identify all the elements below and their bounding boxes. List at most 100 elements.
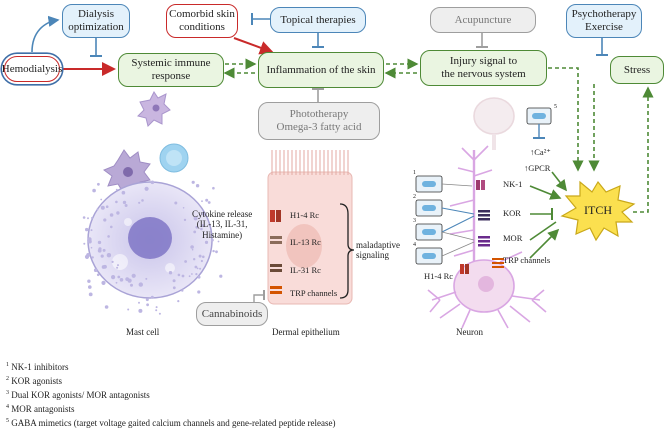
granule-dot bbox=[120, 279, 123, 282]
granule-dot bbox=[90, 246, 93, 249]
granule-dot bbox=[158, 312, 161, 315]
granule-dot bbox=[200, 227, 203, 231]
granule-dot bbox=[87, 237, 92, 242]
itch-starburst bbox=[560, 180, 636, 242]
granule-dot bbox=[85, 227, 89, 232]
granule-dot bbox=[131, 273, 136, 278]
granule-dot bbox=[117, 264, 119, 267]
granule-dot bbox=[109, 213, 114, 217]
granule-dot bbox=[116, 211, 120, 215]
granule-dot bbox=[220, 274, 223, 277]
granule-dot bbox=[91, 256, 94, 259]
granule-dot bbox=[183, 218, 187, 222]
granule-dot bbox=[121, 190, 126, 195]
granule-dot bbox=[188, 275, 191, 278]
granule-dot bbox=[138, 201, 141, 204]
granule-dot bbox=[181, 274, 185, 278]
granule-dot bbox=[100, 198, 103, 201]
granule-dot bbox=[197, 275, 201, 279]
dialysis-optimization-box: Dialysis optimization bbox=[62, 4, 130, 38]
granule-dot bbox=[191, 180, 195, 184]
footnote-5: 5 GABA mimetics (target voltage gaited c… bbox=[6, 418, 336, 428]
granule-dot bbox=[145, 298, 149, 302]
drug-boxes bbox=[415, 107, 552, 265]
mast-cell-label: Mast cell bbox=[126, 327, 160, 337]
granule-dot bbox=[182, 207, 185, 209]
granule-dot bbox=[177, 300, 180, 303]
granule-dot bbox=[90, 229, 93, 232]
psychotherapy-exercise-box: Psychotherapy Exercise bbox=[566, 4, 642, 38]
drug-number-4: 4 bbox=[413, 242, 416, 248]
granule-dot bbox=[212, 249, 215, 253]
epithelium-receptor-h14: H1-4 Rc bbox=[290, 210, 320, 220]
neuron-receptor-mor: MOR bbox=[503, 233, 523, 243]
granule-dot bbox=[204, 240, 209, 244]
cannabinoids-box: Cannabinoids bbox=[196, 302, 268, 326]
granule-dot bbox=[195, 184, 200, 188]
granule-dot bbox=[101, 280, 106, 285]
granule-dot bbox=[201, 200, 203, 203]
granule-dot bbox=[174, 201, 178, 205]
granule-dot bbox=[96, 208, 99, 211]
granule-dot bbox=[199, 267, 202, 270]
footnote-2: 2 KOR agonists bbox=[6, 376, 63, 386]
gpcr-label: ↑GPCR bbox=[524, 163, 551, 173]
neuron-h14-label: H1-4 Rc bbox=[424, 271, 454, 281]
arrow-hemo-to-dialysis bbox=[31, 15, 60, 53]
granule-dot bbox=[168, 271, 173, 275]
granule-dot bbox=[205, 198, 209, 202]
granule-dot bbox=[198, 254, 202, 258]
footnote-4: 4 MOR antagonists bbox=[6, 404, 75, 414]
granule-dot bbox=[88, 292, 93, 297]
granule-dot bbox=[111, 260, 114, 263]
granule-dot bbox=[194, 265, 198, 269]
neuron-receptor-nk1: NK-1 bbox=[503, 179, 523, 189]
granule-dot bbox=[82, 216, 86, 219]
comorbid-skin-conditions-box: Comorbid skin conditions bbox=[166, 4, 238, 38]
granule-dot bbox=[101, 265, 106, 269]
granule-dot bbox=[100, 205, 105, 210]
granule-dot bbox=[138, 308, 143, 313]
granule-dot bbox=[107, 253, 111, 258]
granule-dot bbox=[127, 278, 132, 283]
granule-dot bbox=[146, 303, 150, 307]
granule-dot bbox=[202, 211, 206, 216]
calcium-label: ↑Ca²⁺ bbox=[530, 147, 551, 157]
granule-dot bbox=[107, 235, 110, 238]
granule-dot bbox=[100, 254, 104, 258]
granule-dot bbox=[197, 290, 201, 294]
granule-dot bbox=[115, 200, 118, 204]
itch-label: ITCH bbox=[584, 203, 612, 217]
cytokine-release-label: Cytokine release (IL-13, IL-31, Histamin… bbox=[192, 209, 253, 240]
granule-dot bbox=[150, 295, 154, 299]
granule-dot bbox=[155, 306, 158, 309]
granule-dot bbox=[86, 253, 91, 257]
drug-number-3: 3 bbox=[413, 218, 416, 224]
neuron-receptor-kor: KOR bbox=[503, 208, 521, 218]
granule-dot bbox=[202, 255, 205, 259]
granule-dot bbox=[93, 268, 98, 273]
granule-dot bbox=[138, 301, 140, 304]
granule-dot bbox=[181, 289, 184, 292]
granule-dot bbox=[115, 281, 118, 284]
dermal-epithelium-illustration bbox=[267, 150, 355, 305]
neuron-receptors bbox=[460, 180, 504, 274]
granule-dot bbox=[117, 275, 121, 279]
phototherapy-box: Phototherapy Omega-3 fatty acid bbox=[258, 102, 380, 140]
granule-dot bbox=[97, 240, 102, 245]
neuron-trp-label: TRP channels bbox=[503, 255, 551, 265]
drug-number-5: 5 bbox=[554, 104, 557, 110]
hemodialysis-box: Hemodialysis bbox=[2, 56, 62, 82]
granule-dot bbox=[200, 259, 203, 263]
granule-dot bbox=[193, 258, 196, 261]
drug-number-2: 2 bbox=[413, 194, 416, 200]
granule-dot bbox=[191, 273, 193, 275]
maladaptive-signaling-label: maladaptive signaling bbox=[356, 240, 400, 261]
granule-dot bbox=[104, 305, 109, 309]
granule-dot bbox=[127, 308, 130, 311]
epithelium-receptor-il31: IL-31 Rc bbox=[290, 265, 321, 275]
granule-dot bbox=[155, 309, 158, 312]
granule-dot bbox=[144, 186, 149, 191]
